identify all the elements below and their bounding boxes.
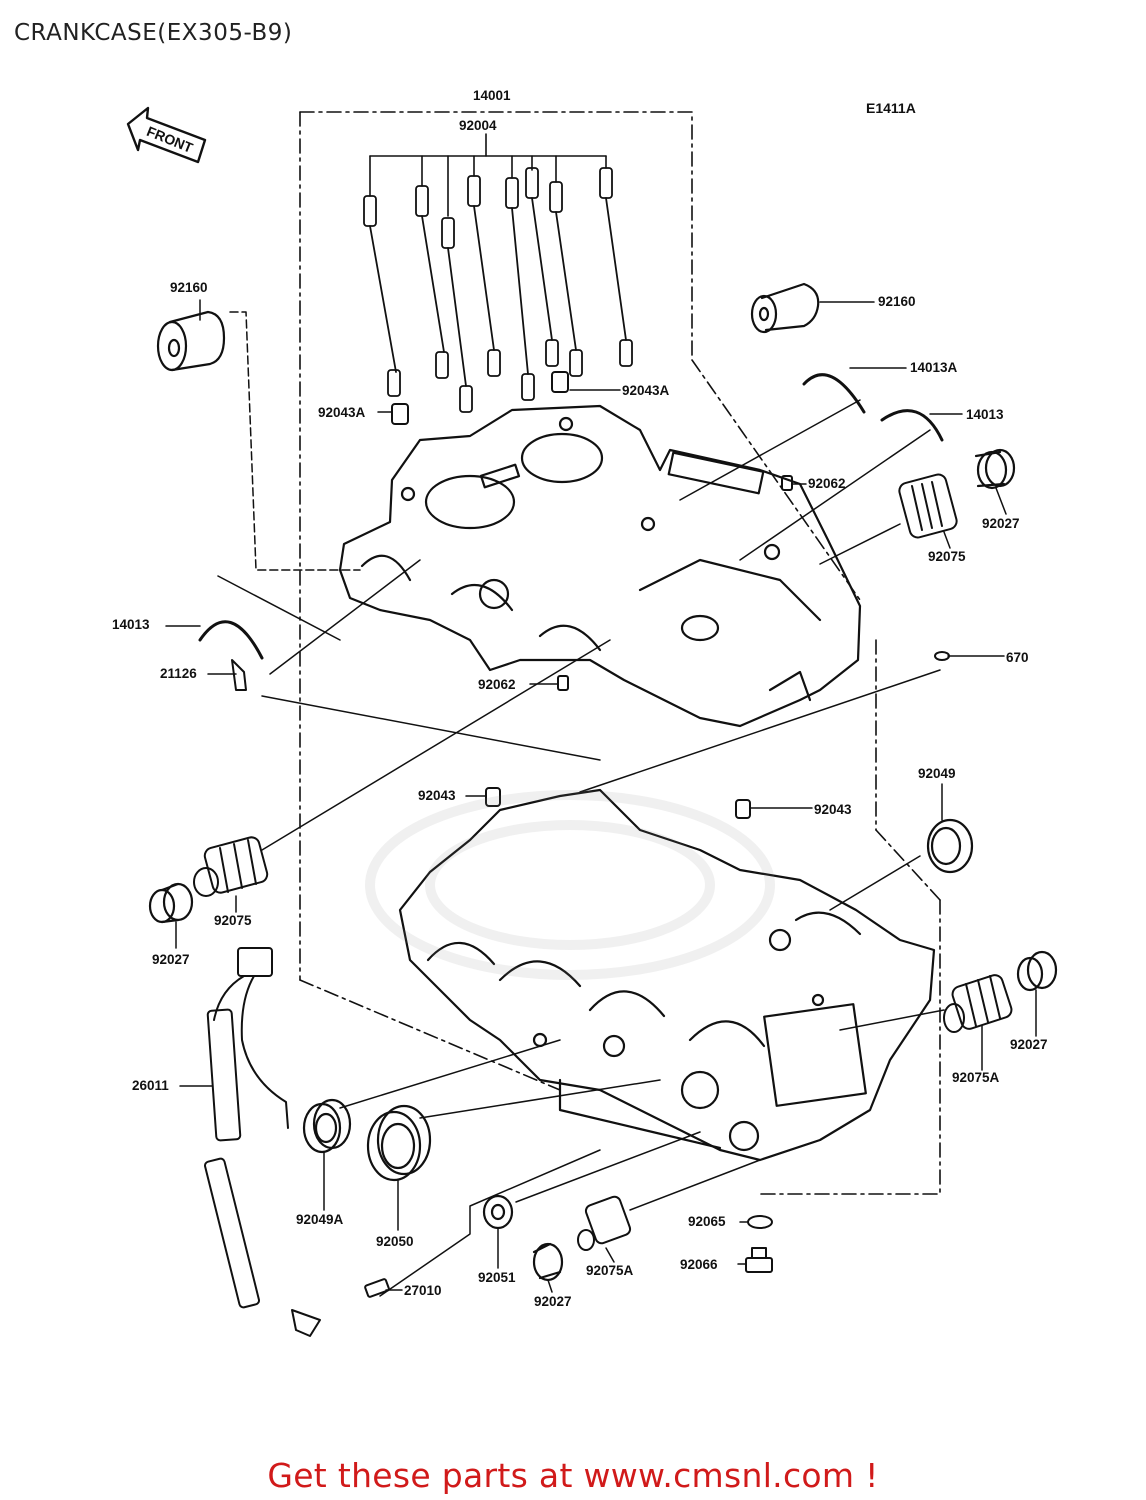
label-92062-top: 92062 bbox=[808, 476, 846, 491]
plug-92066 bbox=[745, 1247, 773, 1273]
label-92049: 92049 bbox=[918, 766, 956, 781]
label-92004: 92004 bbox=[459, 118, 497, 133]
sensor-27010 bbox=[364, 1278, 390, 1298]
label-92075-top: 92075 bbox=[928, 549, 966, 564]
label-670: 670 bbox=[1006, 650, 1029, 665]
label-92075-mid: 92075 bbox=[214, 913, 252, 928]
label-26011: 26011 bbox=[132, 1078, 169, 1093]
gear-92075-mid bbox=[193, 836, 269, 897]
dowel-92043A-right bbox=[551, 371, 569, 393]
ring-14013-left bbox=[198, 620, 264, 660]
label-92051: 92051 bbox=[478, 1270, 516, 1285]
bushing-92027-bottom bbox=[532, 1242, 564, 1282]
seal-92049 bbox=[926, 818, 974, 874]
label-14013A: 14013A bbox=[910, 360, 958, 375]
leader-lines bbox=[165, 299, 1037, 1297]
plug-92062-mid bbox=[557, 675, 569, 691]
plug-92062-top bbox=[781, 475, 793, 491]
gear-92075A-bottom bbox=[577, 1195, 632, 1251]
washer-92065 bbox=[747, 1215, 773, 1229]
label-92043A-right: 92043A bbox=[622, 383, 670, 398]
bearing-21126 bbox=[231, 659, 247, 691]
label-14013-left: 14013 bbox=[112, 617, 150, 632]
washer-670 bbox=[934, 651, 950, 661]
label-92043A-left: 92043A bbox=[318, 405, 366, 420]
label-14013-right: 14013 bbox=[966, 407, 1004, 422]
label-92066: 92066 bbox=[680, 1257, 718, 1272]
label-92075A-bottom: 92075A bbox=[586, 1263, 634, 1278]
label-92027-mid: 92027 bbox=[152, 952, 190, 967]
gear-92075-top bbox=[898, 473, 958, 539]
label-92043-left: 92043 bbox=[418, 788, 456, 803]
bearing-92051 bbox=[482, 1194, 514, 1230]
switch-26011 bbox=[204, 947, 321, 1337]
label-92027-right: 92027 bbox=[1010, 1037, 1048, 1052]
label-92050: 92050 bbox=[376, 1234, 414, 1249]
group-bracket-14001 bbox=[299, 111, 941, 1195]
ring-14013A bbox=[802, 373, 866, 414]
label-92075A-right: 92075A bbox=[952, 1070, 1000, 1085]
label-92027-bottom: 92027 bbox=[534, 1294, 572, 1309]
dowel-92043-left bbox=[485, 787, 501, 807]
ring-14013-upper bbox=[880, 409, 944, 442]
gear-92075A-right bbox=[943, 974, 1013, 1033]
upper-crankcase bbox=[338, 404, 862, 728]
label-92027-top: 92027 bbox=[982, 516, 1020, 531]
seal-92050 bbox=[366, 1104, 432, 1182]
cap-92160-right bbox=[750, 282, 820, 334]
dowel-92043-right bbox=[735, 799, 751, 819]
label-92049A: 92049A bbox=[296, 1212, 344, 1227]
label-92062-mid: 92062 bbox=[478, 677, 516, 692]
label-21126: 21126 bbox=[160, 666, 197, 681]
bracket-92004 bbox=[369, 133, 607, 217]
bushing-92027-mid bbox=[148, 882, 194, 924]
lower-crankcase bbox=[398, 788, 936, 1162]
label-92043-right: 92043 bbox=[814, 802, 852, 817]
seal-92049A bbox=[302, 1098, 352, 1154]
page-title: CRANKCASE(EX305-B9) bbox=[14, 20, 293, 46]
front-arrow-icon bbox=[126, 106, 207, 164]
label-27010: 27010 bbox=[404, 1283, 442, 1298]
label-92065: 92065 bbox=[688, 1214, 726, 1229]
footer-link[interactable]: Get these parts at www.cmsnl.com ! bbox=[267, 1456, 879, 1495]
studs-92004 bbox=[363, 167, 633, 413]
dowel-92043A-left bbox=[391, 403, 409, 425]
cap-92160-left bbox=[156, 310, 226, 372]
label-92160-right: 92160 bbox=[878, 294, 916, 309]
bushing-92027-right bbox=[1016, 950, 1058, 992]
diagram-code: E1411A bbox=[866, 100, 916, 116]
bushing-92027-top bbox=[974, 448, 1016, 490]
label-92160-left: 92160 bbox=[170, 280, 208, 295]
label-14001: 14001 bbox=[473, 88, 511, 103]
